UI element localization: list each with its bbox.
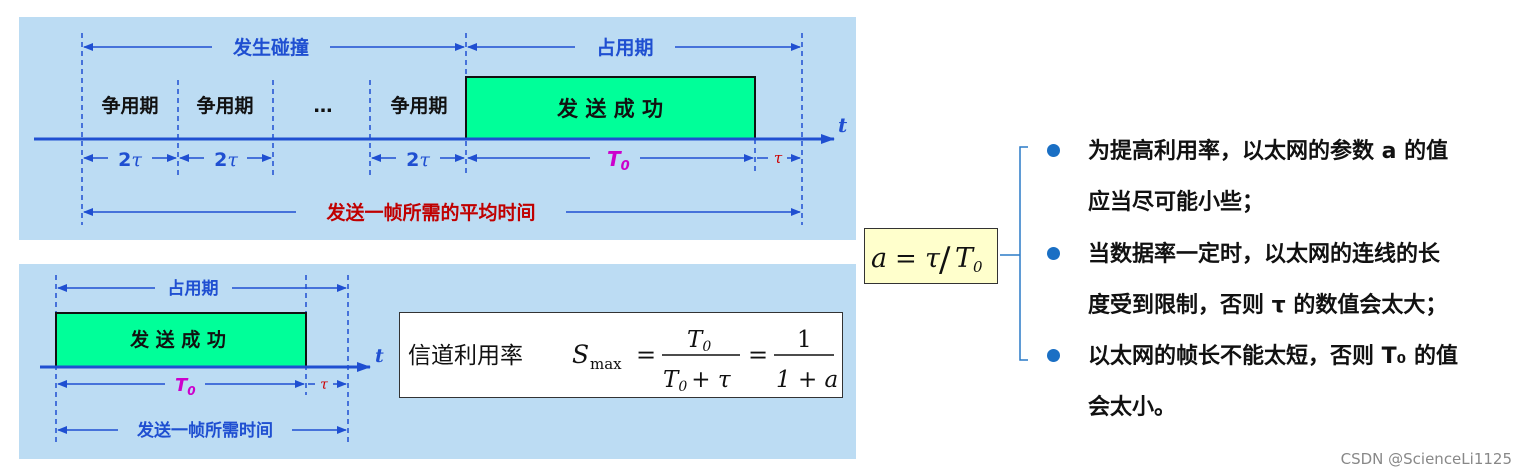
bot-occupy-label: 占用期 [168, 278, 219, 299]
parameter-a-formula: a = τ / T0 [864, 228, 998, 284]
top-axis-t: t [838, 113, 848, 137]
bottom-frame-box [55, 312, 307, 368]
s-subscript: max [590, 355, 622, 373]
avg-time-label: 发送一帧所需的平均时间 [325, 201, 535, 224]
utilization-formula-svg: 信道利用率 S max = T0 T0+ τ = 1 1 + a [408, 327, 838, 395]
s-symbol: S [572, 340, 589, 369]
a-tau: τ [925, 243, 941, 274]
bullet-dot-2 [1047, 247, 1060, 260]
a-equals: = [895, 244, 917, 274]
top-tau-label: τ [774, 149, 783, 167]
bullet-1-line-2: 应当尽可能小些； [1088, 190, 1265, 215]
equals-2: = [748, 341, 768, 369]
two-tau-1: 2τ [118, 149, 142, 171]
den-one-plus-a: 1 + a [776, 367, 838, 393]
parameter-a-svg: a = τ / T0 [871, 240, 983, 280]
bottom-frame-label: 发 送 成 功 [129, 328, 226, 351]
utilization-formula: 信道利用率 S max = T0 T0+ τ = 1 1 + a [399, 312, 843, 398]
num-t0: T0 [687, 327, 711, 355]
ellipsis-label: … [314, 95, 333, 117]
contention-label-3: 争用期 [390, 94, 447, 117]
top-t0-label: T0 [607, 147, 630, 174]
den-t0-plus-tau: T0+ τ [663, 367, 732, 395]
equals-1: = [636, 341, 656, 369]
bullet-1-line-1: 为提高利用率，以太网的参数 a 的值 [1088, 139, 1449, 164]
top-frame-label: 发 送 成 功 [556, 97, 663, 121]
bullet-2-line-1: 当数据率一定时，以太网的连线的长 [1088, 242, 1441, 267]
a-t0: T0 [955, 243, 983, 276]
num-one: 1 [797, 327, 812, 353]
occupy-label: 占用期 [596, 36, 653, 59]
frame-time-label: 发送一帧所需时间 [136, 420, 273, 441]
collision-label: 发生碰撞 [232, 36, 309, 59]
two-tau-2: 2τ [214, 149, 238, 171]
top-frame-box [465, 76, 756, 140]
bullet-dot-1 [1047, 144, 1060, 157]
bullet-3-line-2: 会太小。 [1088, 395, 1177, 420]
a-symbol: a [871, 243, 887, 274]
watermark: CSDN @ScienceLi1125 [1340, 450, 1512, 468]
bottom-t0-label: T0 [175, 375, 196, 398]
bullet-2-line-2: 度受到限制，否则 τ 的数值会太大； [1088, 293, 1448, 318]
bottom-axis-t: t [375, 345, 384, 367]
utilization-label: 信道利用率 [408, 343, 523, 369]
contention-label-2: 争用期 [196, 94, 253, 117]
bottom-tau-label: τ [320, 377, 328, 393]
top-dashed-guides [81, 33, 803, 225]
contention-label-1: 争用期 [101, 94, 158, 117]
bullet-3-line-1: 以太网的帧长不能太短，否则 T₀ 的值 [1088, 344, 1458, 369]
a-slash: / [939, 240, 951, 280]
two-tau-3: 2τ [406, 149, 430, 171]
bullet-dot-3 [1047, 349, 1060, 362]
